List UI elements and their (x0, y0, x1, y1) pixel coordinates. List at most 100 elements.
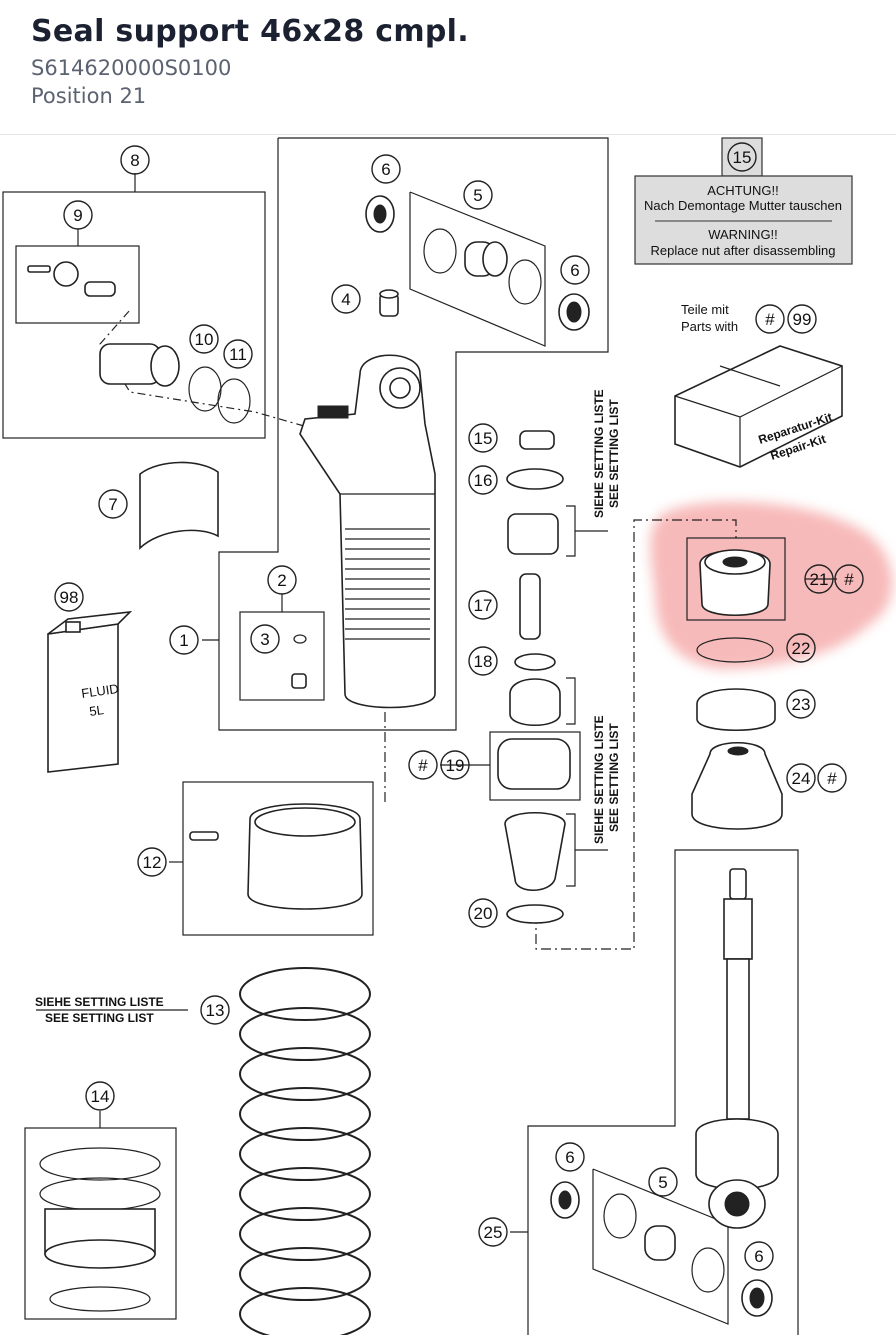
part-25-piston-rod (695, 868, 779, 1229)
svg-text:SIEHE SETTING LISTE: SIEHE SETTING LISTE (592, 715, 606, 844)
svg-text:6: 6 (381, 160, 390, 179)
position-label: Position 21 (31, 84, 147, 108)
svg-text:25: 25 (484, 1223, 503, 1242)
callout-5: 5 (648, 1167, 678, 1197)
part-3-valve-set (291, 634, 307, 689)
part-6-seal-lower (550, 1181, 773, 1317)
svg-text:99: 99 (793, 310, 812, 329)
svg-text:24: 24 (792, 769, 811, 788)
svg-text:SEE SETTING LIST: SEE SETTING LIST (45, 1011, 154, 1025)
warning-de-text: Nach Demontage Mutter tauschen (644, 198, 842, 213)
setting-list-label-top: SIEHE SETTING LISTE SEE SETTING LIST (592, 389, 621, 518)
part-number: S614620000S0100 (31, 56, 232, 80)
callout-16: 16 (468, 465, 498, 495)
leader-lines (36, 173, 837, 1233)
part-7-sleeve (139, 461, 219, 550)
callout-hash: # (817, 763, 847, 793)
part-24-bump-stop (691, 741, 783, 830)
svg-text:13: 13 (206, 1001, 225, 1020)
svg-text:20: 20 (474, 904, 493, 923)
frame-lines (2, 137, 799, 1335)
exploded-view-diagram: FLUID 5L (2, 137, 893, 1335)
svg-text:11: 11 (229, 345, 247, 364)
callout-20: 20 (468, 898, 498, 928)
callout-hash: # (755, 304, 785, 334)
part-5-bearing-set (423, 228, 542, 305)
svg-text:4: 4 (341, 290, 350, 309)
callout-24: 24 (786, 763, 816, 793)
svg-text:5: 5 (658, 1173, 667, 1192)
callout-15: 15 (727, 142, 757, 172)
warning-de-title: ACHTUNG!! (707, 183, 779, 198)
setting-list-label-bottom: SIEHE SETTING LISTE SEE SETTING LIST (592, 715, 621, 844)
svg-text:17: 17 (474, 596, 493, 615)
svg-text:SIEHE SETTING LISTE: SIEHE SETTING LISTE (592, 389, 606, 518)
callout-17: 17 (468, 590, 498, 620)
callout-1: 1 (169, 625, 199, 655)
callout-5: 5 (463, 180, 493, 210)
svg-text:15: 15 (733, 148, 752, 167)
svg-text:21: 21 (810, 570, 829, 589)
svg-text:SEE SETTING LIST: SEE SETTING LIST (607, 723, 621, 832)
part-12-cap (189, 803, 363, 910)
svg-text:23: 23 (792, 695, 811, 714)
svg-text:SEE SETTING LIST: SEE SETTING LIST (607, 399, 621, 508)
svg-text:SIEHE SETTING LISTE: SIEHE SETTING LISTE (35, 995, 164, 1009)
svg-text:6: 6 (754, 1247, 763, 1266)
svg-text:98: 98 (60, 588, 79, 607)
warning-sign: ACHTUNG!! Nach Demontage Mutter tauschen… (634, 137, 853, 265)
part-98-fluid-can: FLUID 5L (47, 610, 133, 773)
callout-99: 99 (787, 304, 817, 334)
svg-text:#: # (827, 769, 837, 788)
part-22-ring (696, 637, 774, 663)
callout-19: 19 (440, 750, 470, 780)
part-23-washer (696, 688, 776, 731)
warning-en-text: Replace nut after disassembling (651, 243, 836, 258)
svg-text:22: 22 (792, 639, 811, 658)
shock-absorber-body (299, 354, 436, 709)
callout-8: 8 (120, 145, 150, 175)
callout-10: 10 (189, 324, 219, 354)
svg-text:19: 19 (446, 756, 465, 775)
svg-text:16: 16 (474, 471, 493, 490)
callout-12: 12 (137, 847, 167, 877)
callout-25: 25 (478, 1217, 508, 1247)
highlight-region (650, 501, 893, 669)
svg-text:7: 7 (108, 495, 117, 514)
callout-hash: # (834, 564, 864, 594)
parts-with-label-de: Teile mit (681, 302, 729, 317)
svg-text:8: 8 (130, 151, 139, 170)
center-stack (497, 430, 571, 924)
callout-22: 22 (786, 633, 816, 663)
callout-2: 2 (267, 565, 297, 595)
svg-text:12: 12 (143, 853, 162, 872)
svg-text:15: 15 (474, 429, 493, 448)
fluid-can-size: 5L (88, 702, 104, 719)
part-13-spring (239, 967, 371, 1335)
callout-23: 23 (786, 689, 816, 719)
callout-18: 18 (468, 646, 498, 676)
part-14-spring-seat (39, 1147, 161, 1312)
parts-with-label-en: Parts with (681, 319, 738, 334)
svg-text:#: # (765, 310, 775, 329)
part-6-seal (365, 195, 590, 331)
svg-text:9: 9 (73, 206, 82, 225)
callout-4: 4 (331, 284, 361, 314)
callout-6: 6 (744, 1241, 774, 1271)
svg-text:1: 1 (179, 631, 188, 650)
callout-layer: 1234566789101112131415151617181920212223… (54, 142, 864, 1271)
svg-text:6: 6 (570, 261, 579, 280)
svg-text:#: # (418, 756, 428, 775)
svg-text:5: 5 (473, 186, 482, 205)
svg-text:#: # (844, 570, 854, 589)
setting-list-label-spring: SIEHE SETTING LISTE SEE SETTING LIST (35, 995, 164, 1025)
part-4-bushing (379, 289, 399, 317)
warning-en-title: WARNING!! (708, 227, 778, 242)
callout-21: 21 (804, 564, 834, 594)
svg-text:3: 3 (260, 630, 269, 649)
callout-7: 7 (98, 489, 128, 519)
svg-text:2: 2 (277, 571, 286, 590)
callout-13: 13 (200, 995, 230, 1025)
callout-hash: # (408, 750, 438, 780)
svg-text:18: 18 (474, 652, 493, 671)
